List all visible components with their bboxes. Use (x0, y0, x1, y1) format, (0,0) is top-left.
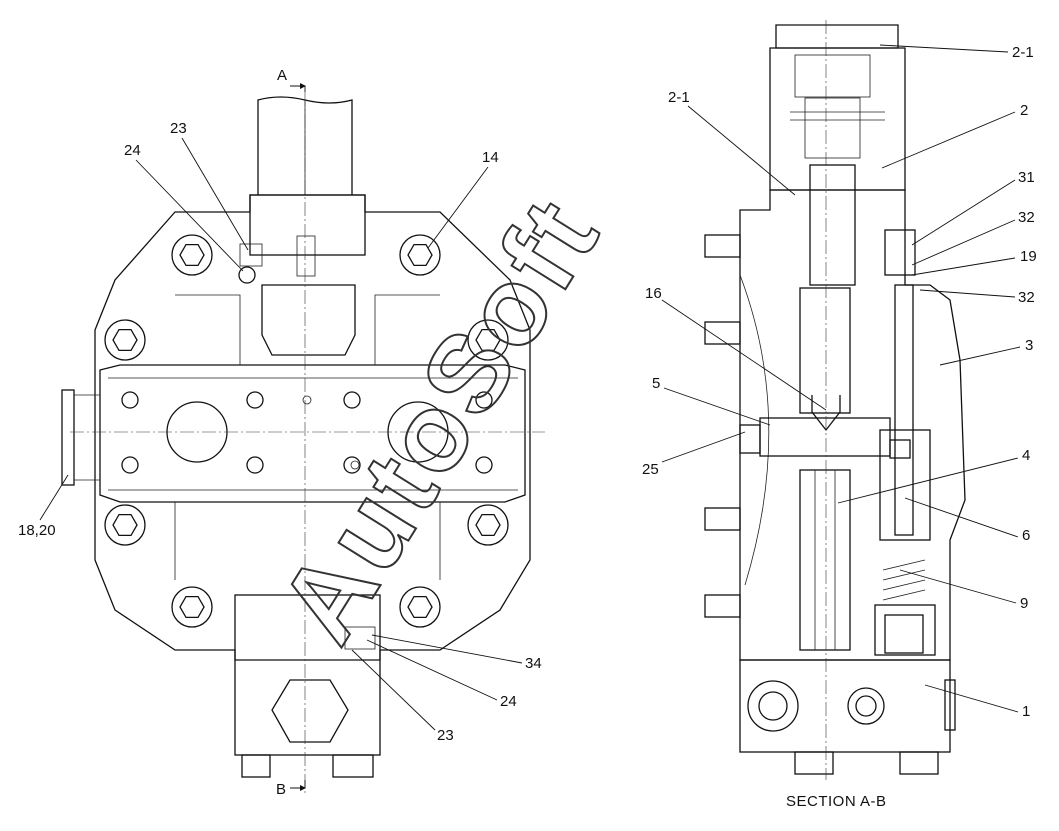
callout-left-24-top: 24 (124, 142, 244, 272)
callout-right-9: 9 (899, 569, 1028, 612)
section-mark-a: A (277, 67, 306, 92)
top-boss (249, 194, 366, 256)
relief-column (884, 229, 916, 276)
spool-bore (799, 287, 851, 414)
callout-right-4: 4 (837, 447, 1030, 504)
left-port-plug (61, 389, 75, 486)
callout-left-23-top: 23 (170, 120, 249, 251)
svg-text:16: 16 (645, 285, 662, 302)
callout-right-32-mid: 32 (919, 289, 1035, 306)
callout-left-14: 14 (427, 149, 499, 249)
svg-text:23: 23 (437, 727, 454, 744)
hex-bolts (104, 234, 509, 628)
callout-left-24-bottom: 24 (366, 639, 517, 710)
section-body (739, 189, 966, 661)
block-holes (121, 391, 493, 474)
svg-text:1: 1 (1022, 703, 1030, 720)
callout-right-6: 6 (904, 497, 1030, 544)
right-view: 2-1 2-1 2 31 32 19 32 16 (642, 20, 1037, 810)
svg-text:25: 25 (642, 461, 659, 478)
cross-block (99, 364, 526, 503)
section-bottom-block (739, 659, 951, 753)
svg-text:5: 5 (652, 375, 660, 392)
callout-left-18-20: 18,20 (18, 474, 69, 539)
top-cap (775, 24, 899, 49)
svg-text:32: 32 (1018, 289, 1035, 306)
callout-right-2: 2 (881, 102, 1028, 169)
svg-text:2: 2 (1020, 102, 1028, 119)
svg-text:34: 34 (525, 655, 542, 672)
svg-text:A: A (277, 67, 287, 84)
callout-right-25: 25 (642, 431, 746, 478)
svg-text:24: 24 (500, 693, 517, 710)
svg-text:3: 3 (1025, 337, 1033, 354)
svg-text:2-1: 2-1 (668, 89, 690, 106)
callout-right-5: 5 (652, 375, 771, 426)
callout-right-2-1-top: 2-1 (879, 44, 1034, 61)
section-caption: SECTION A-B (786, 793, 887, 810)
cross-passage (759, 417, 891, 457)
svg-text:14: 14 (482, 149, 499, 166)
svg-text:B: B (276, 781, 286, 798)
svg-text:24: 24 (124, 142, 141, 159)
svg-text:19: 19 (1020, 248, 1037, 265)
lower-spool (799, 469, 851, 651)
callout-left-34: 34 (371, 634, 542, 672)
section-mark-b: B (276, 780, 306, 798)
spool-cap (261, 284, 356, 356)
callout-right-1: 1 (924, 684, 1030, 720)
svg-text:32: 32 (1018, 209, 1035, 226)
callout-left-23-bottom: 23 (351, 649, 454, 744)
callout-right-3: 3 (939, 337, 1033, 366)
callout-right-16: 16 (645, 285, 827, 411)
svg-text:31: 31 (1018, 169, 1035, 186)
svg-text:6: 6 (1022, 527, 1030, 544)
svg-text:4: 4 (1022, 447, 1030, 464)
callout-right-31: 31 (911, 169, 1035, 246)
left-view: A B 23 24 14 18,20 34 24 (18, 67, 545, 798)
bottom-hex-plug (271, 679, 349, 743)
svg-text:9: 9 (1020, 595, 1028, 612)
svg-text:2-1: 2-1 (1012, 44, 1034, 61)
left-bolts (704, 234, 741, 618)
svg-text:18,20: 18,20 (18, 522, 56, 539)
callout-right-19: 19 (911, 248, 1037, 276)
callout-right-32-top: 32 (911, 209, 1035, 266)
callout-right-2-1-left: 2-1 (668, 89, 796, 196)
bottom-block (234, 594, 381, 756)
svg-text:23: 23 (170, 120, 187, 137)
